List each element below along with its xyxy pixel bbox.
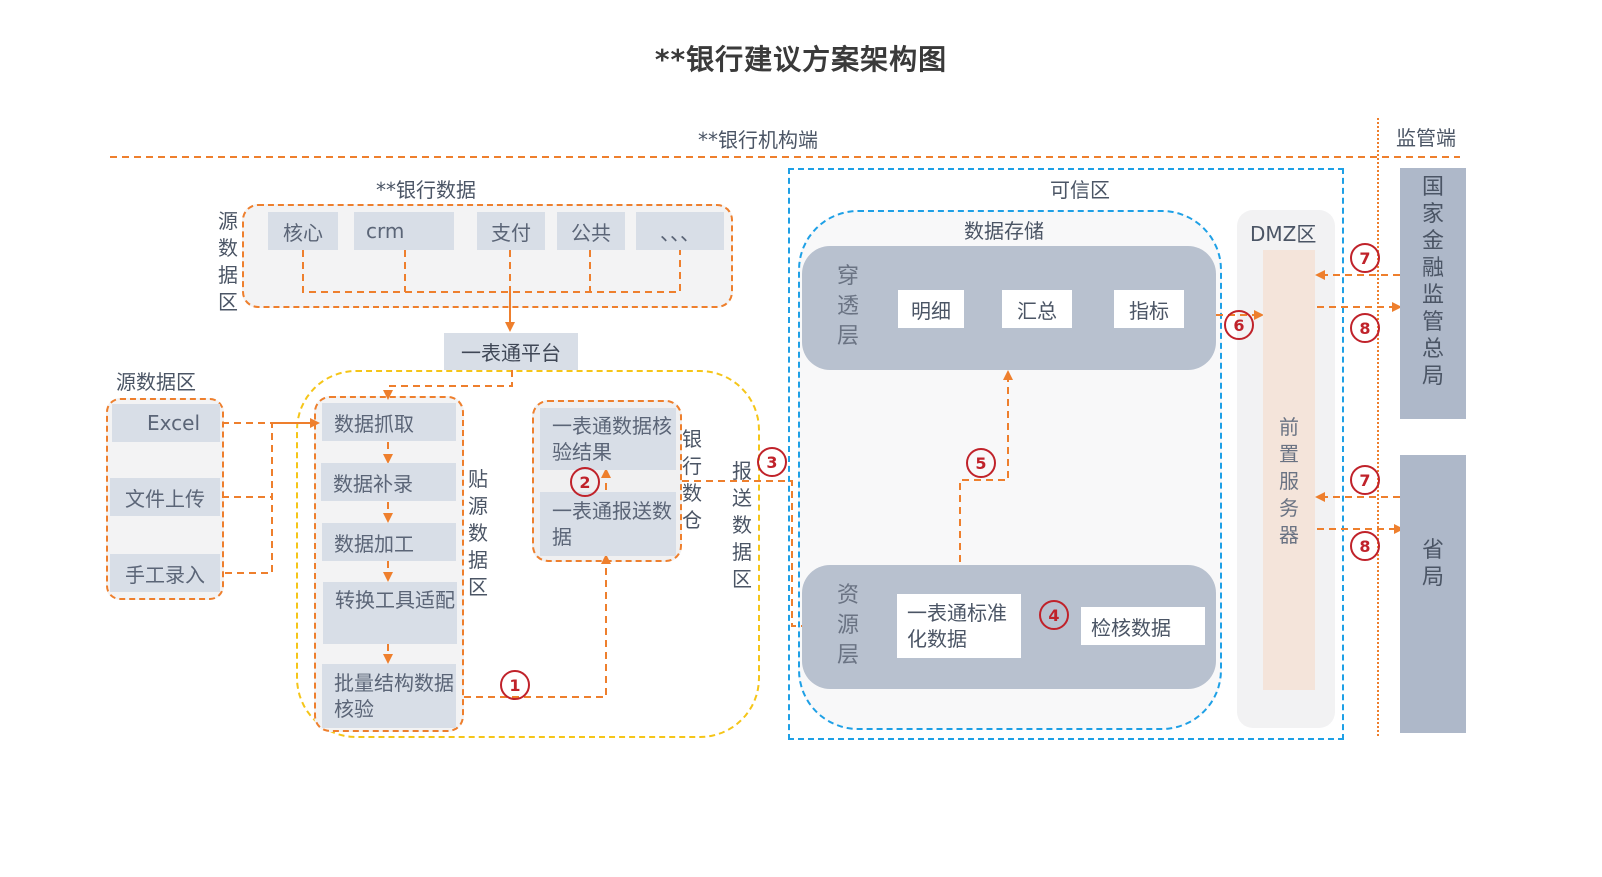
warehouse-check-result[interactable]: 一表通数据核验结果 bbox=[540, 408, 676, 470]
penetration-indicator[interactable]: 指标 bbox=[1114, 290, 1184, 328]
bank-sources-bus bbox=[302, 250, 681, 293]
source-crm[interactable]: crm bbox=[354, 212, 454, 250]
step-badge-1: 1 bbox=[500, 670, 530, 700]
regulator-province-label: 省局 bbox=[1421, 538, 1444, 590]
step-badge-5: 5 bbox=[966, 448, 996, 478]
source-payment[interactable]: 支付 bbox=[477, 212, 545, 250]
source-core[interactable]: 核心 bbox=[268, 212, 338, 250]
report-zone-label: 报送数据区 bbox=[732, 459, 752, 591]
step-data-supplement[interactable]: 数据补录 bbox=[321, 463, 456, 501]
source-public[interactable]: 公共 bbox=[557, 212, 625, 250]
step-badge-6: 6 bbox=[1224, 310, 1254, 340]
penetration-layer-label: 穿透层 bbox=[836, 264, 859, 349]
platform-box[interactable]: 一表通平台 bbox=[444, 333, 578, 370]
pasting-zone-side-label: 贴源数据区 bbox=[468, 467, 488, 599]
source-bus bbox=[222, 422, 273, 574]
warehouse-report-data[interactable]: 一表通报送数据 bbox=[540, 492, 676, 556]
bank-side-label: **银行机构端 bbox=[698, 128, 818, 152]
regulator-province[interactable]: 省局 bbox=[1400, 455, 1466, 733]
penetration-detail[interactable]: 明细 bbox=[898, 290, 964, 328]
bank-data-side-label: 源数据区 bbox=[218, 209, 238, 314]
trusted-zone bbox=[788, 168, 1344, 740]
step-conversion-tool[interactable]: 转换工具适配 bbox=[323, 582, 457, 644]
step-badge-7-national: 7 bbox=[1350, 243, 1380, 273]
step-badge-4: 4 bbox=[1039, 600, 1069, 630]
step-badge-8-national: 8 bbox=[1350, 313, 1380, 343]
source-manual-entry[interactable]: 手工录入 bbox=[110, 554, 220, 592]
warehouse-side-label: 银行数仓 bbox=[682, 427, 702, 532]
source-more[interactable]: 、、、 bbox=[636, 212, 724, 250]
front-server-label: 前置服务器 bbox=[1279, 415, 1299, 547]
dmz-label: DMZ区 bbox=[1250, 222, 1317, 246]
step-batch-check[interactable]: 批量结构数据核验 bbox=[322, 664, 456, 728]
step-badge-7-province: 7 bbox=[1350, 465, 1380, 495]
regulator-national[interactable]: 国家金融监管总局 bbox=[1400, 168, 1466, 419]
step-data-processing[interactable]: 数据加工 bbox=[322, 523, 456, 561]
regulator-side-label: 监管端 bbox=[1396, 126, 1456, 150]
source-file-upload[interactable]: 文件上传 bbox=[110, 478, 220, 516]
trusted-zone-label: 可信区 bbox=[1050, 178, 1110, 202]
resource-layer-label: 资源层 bbox=[836, 583, 859, 668]
step-badge-8-province: 8 bbox=[1350, 531, 1380, 561]
source-zone-label: 源数据区 bbox=[116, 370, 196, 394]
resource-check-data[interactable]: 检核数据 bbox=[1081, 607, 1205, 645]
front-server[interactable]: 前置服务器 bbox=[1263, 250, 1315, 690]
step-data-capture[interactable]: 数据抓取 bbox=[322, 403, 456, 441]
penetration-summary[interactable]: 汇总 bbox=[1002, 290, 1072, 328]
resource-standard-data[interactable]: 一表通标准化数据 bbox=[897, 594, 1021, 658]
step-badge-3: 3 bbox=[757, 447, 787, 477]
bank-internal-zone bbox=[296, 370, 760, 738]
regulator-national-label: 国家金融监管总局 bbox=[1421, 175, 1444, 389]
bank-data-label: **银行数据 bbox=[376, 178, 476, 202]
platform-to-capture-arrow bbox=[383, 370, 513, 400]
step-badge-2: 2 bbox=[570, 467, 600, 497]
source-excel[interactable]: Excel bbox=[112, 404, 220, 442]
data-storage-label: 数据存储 bbox=[964, 219, 1044, 243]
resource-to-penetration-arrow bbox=[959, 370, 1013, 598]
diagram-title: **银行建议方案架构图 bbox=[654, 43, 948, 76]
